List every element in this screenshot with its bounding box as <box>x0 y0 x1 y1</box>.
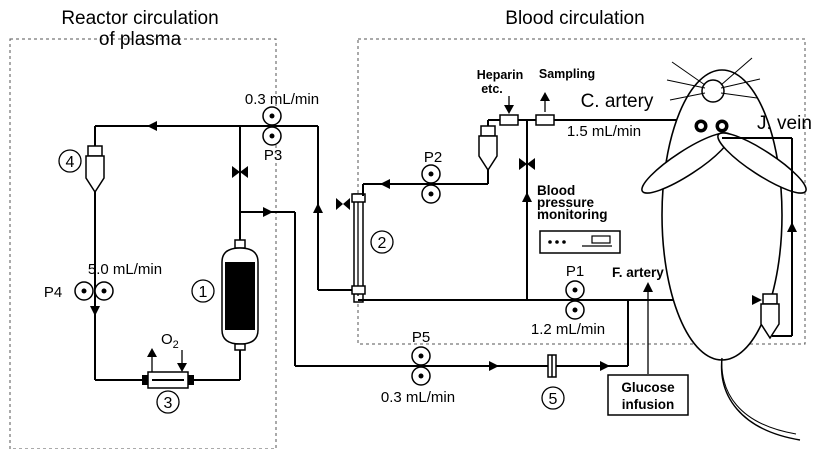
reactor-circulation-region <box>9 38 277 449</box>
reactor-valve <box>232 166 248 178</box>
reactor-title-line1: Reactor circulation <box>61 8 218 29</box>
o2-in-arrow <box>177 363 187 372</box>
separator-valve <box>336 198 350 210</box>
pump-p2 <box>421 164 441 204</box>
p3-label: P3 <box>264 147 282 164</box>
p5-flow-rate: 0.3 mL/min <box>381 389 455 406</box>
bp-label-line3: monitoring <box>537 207 608 222</box>
p1-flow-rate: 1.2 mL/min <box>531 321 605 338</box>
flow-arrow <box>489 361 499 371</box>
component-2-label: 2 <box>378 235 387 252</box>
flow-arrow <box>752 295 762 305</box>
pump-p3 <box>262 106 282 146</box>
filter-5 <box>547 354 557 378</box>
flow-arrow <box>600 361 610 371</box>
reactor-column-1 <box>221 239 259 351</box>
component-4-marker <box>58 149 82 173</box>
flow-arrow <box>90 306 100 316</box>
oxygenator-3 <box>142 371 194 389</box>
p3-flow-rate: 0.3 mL/min <box>245 91 319 108</box>
blood-title: Blood circulation <box>505 8 644 29</box>
flow-arrow <box>263 207 273 217</box>
heparin-label-line1: Heparin <box>477 68 524 82</box>
flow-arrow <box>380 179 390 189</box>
pump-p1 <box>565 280 585 320</box>
glucose-label-line2: infusion <box>622 397 675 412</box>
p5-label: P5 <box>412 329 430 346</box>
pump-p4 <box>74 281 114 301</box>
glucose-infusion-box <box>607 374 689 416</box>
component-3-marker <box>156 390 180 414</box>
flow-arrow <box>313 203 323 213</box>
p2-label: P2 <box>424 149 442 166</box>
component-1-marker <box>191 279 215 303</box>
component-3-label: 3 <box>164 395 173 412</box>
bubble-trap <box>478 125 498 172</box>
component-5-label: 5 <box>549 391 558 408</box>
sampling-label: Sampling <box>539 67 595 81</box>
heparin-arrow <box>504 105 514 114</box>
heparin-label-line2: etc. <box>481 82 503 96</box>
heparin-port <box>499 114 519 126</box>
top-right-flow-rate: 1.5 mL/min <box>567 123 641 140</box>
oxygen-label: O2 <box>161 331 179 351</box>
p4-flow-rate: 5.0 mL/min <box>88 261 162 278</box>
component-2-marker <box>370 230 394 254</box>
filter-4 <box>85 145 105 194</box>
plasma-separator-2 <box>351 193 366 303</box>
glucose-label-line1: Glucose <box>621 380 675 395</box>
p1-label: P1 <box>566 263 584 280</box>
component-4-label: 4 <box>66 154 75 171</box>
component-5-marker <box>541 386 565 410</box>
pump-p5 <box>411 346 431 386</box>
bp-label-line1: Blood <box>537 183 575 198</box>
blood-circulation-region <box>357 38 806 345</box>
o2-out-arrow <box>147 348 157 357</box>
bp-monitor-icon <box>539 230 621 254</box>
j-vein-label: J. vein <box>757 113 812 134</box>
reactor-title-line2: of plasma <box>99 29 182 50</box>
f-artery-label: F. artery <box>612 265 664 280</box>
flow-arrow <box>147 121 157 131</box>
flow-arrow <box>522 192 532 202</box>
glucose-arrow <box>643 282 653 292</box>
rat-illustration <box>641 57 807 441</box>
bp-label-line2: pressure <box>537 195 595 210</box>
component-1-label: 1 <box>199 284 208 301</box>
p4-label: P4 <box>44 284 62 301</box>
sampling-port <box>535 114 555 126</box>
sampling-arrow <box>540 92 550 101</box>
rat-filter <box>760 293 780 340</box>
c-artery-label: C. artery <box>581 91 654 112</box>
flow-arrow <box>787 222 797 232</box>
blood-valve <box>519 158 535 170</box>
